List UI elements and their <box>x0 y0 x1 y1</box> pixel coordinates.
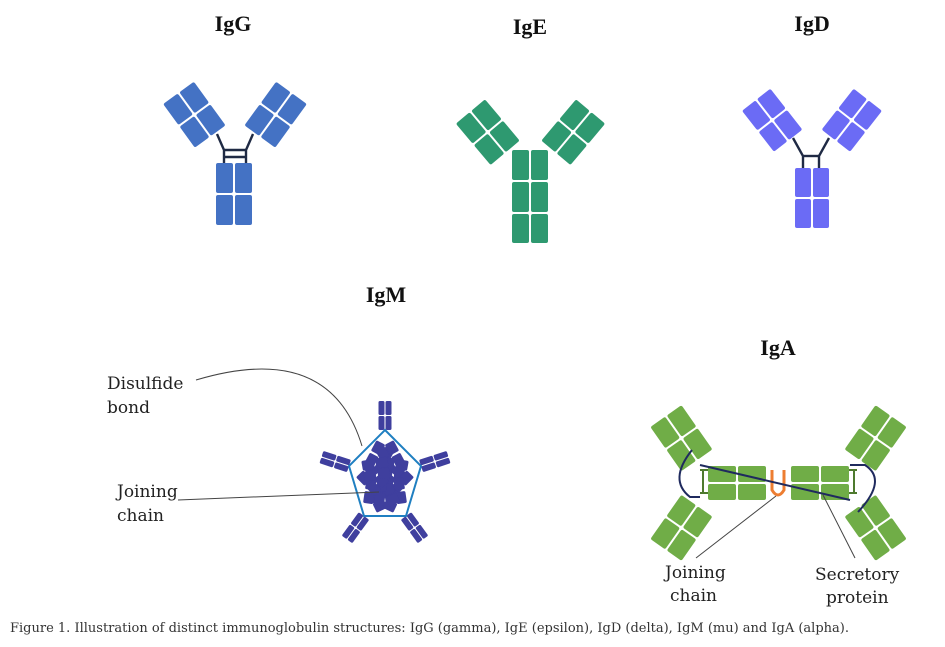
igg-left-fab <box>163 82 225 147</box>
igm-pentamer <box>315 401 455 552</box>
disulfide-bond-leader <box>195 368 363 447</box>
iga-left-monomer <box>650 405 766 561</box>
ige-right-fab <box>542 100 605 165</box>
igm-title: IgM <box>366 282 407 307</box>
ige-left-fab <box>456 100 519 165</box>
secretory-label-line1: Secretory <box>815 565 900 585</box>
iga-joining-chain-leader <box>695 495 777 559</box>
secretory-protein-leader <box>822 494 856 559</box>
igd-antibody <box>742 89 882 228</box>
iga-dimer <box>650 405 907 561</box>
disulfide-label-line2: bond <box>107 398 150 418</box>
ige-fc <box>512 150 548 243</box>
joining-chain-label-line2: chain <box>117 506 164 526</box>
igg-title: IgG <box>215 11 252 36</box>
iga-right-monomer <box>791 405 907 561</box>
joining-chain-label-line1: Joining <box>115 482 178 502</box>
igg-fc <box>216 163 252 225</box>
igd-right-fab <box>822 89 882 151</box>
disulfide-label-line1: Disulfide <box>107 374 183 394</box>
ige-title: IgE <box>513 14 547 39</box>
igg-right-fab <box>245 82 307 147</box>
igg-antibody <box>163 82 307 225</box>
ige-antibody <box>456 100 605 243</box>
igd-hinge <box>791 137 831 168</box>
igd-left-fab <box>742 89 802 151</box>
igd-title: IgD <box>794 11 829 36</box>
secretory-label-line2: protein <box>826 588 889 608</box>
iga-joining-label-line2: chain <box>670 586 717 606</box>
iga-joining-chain <box>770 470 786 497</box>
iga-joining-label-line1: Joining <box>663 563 726 583</box>
joining-chain-leader <box>177 491 380 501</box>
figure-caption: Figure 1. Illustration of distinct immun… <box>10 621 849 636</box>
igd-fc <box>795 168 829 228</box>
iga-hinges <box>700 469 857 494</box>
igg-hinge <box>215 133 255 163</box>
iga-secretory-protein <box>678 449 876 513</box>
iga-title: IgA <box>760 335 796 360</box>
igm-disulfide-ring <box>347 428 423 517</box>
